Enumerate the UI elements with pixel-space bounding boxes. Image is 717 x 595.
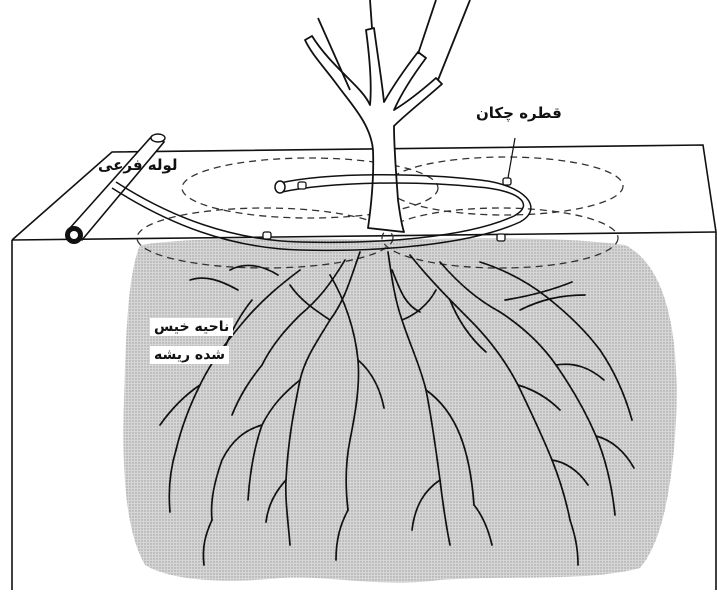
wetted-zone-label-line1: ناحیه خیس xyxy=(150,318,233,336)
branch-pipe-icon xyxy=(65,134,165,244)
soil-block-front-edge xyxy=(12,232,716,240)
branch-pipe-label: لوله فرعی xyxy=(98,158,178,173)
dripper-emitter-icon xyxy=(503,178,511,185)
dripper-emitter-icon xyxy=(497,234,505,241)
tree-icon xyxy=(305,0,470,232)
dripper-leader-line xyxy=(508,138,515,178)
wetted-zone-label-line2: شده ریشه xyxy=(150,346,229,364)
dripper-emitter-icon xyxy=(298,182,306,189)
wetting-circle-icon xyxy=(387,157,623,215)
dripper-label: قطره چکان xyxy=(476,106,562,121)
dripper-emitter-icon xyxy=(263,232,271,239)
